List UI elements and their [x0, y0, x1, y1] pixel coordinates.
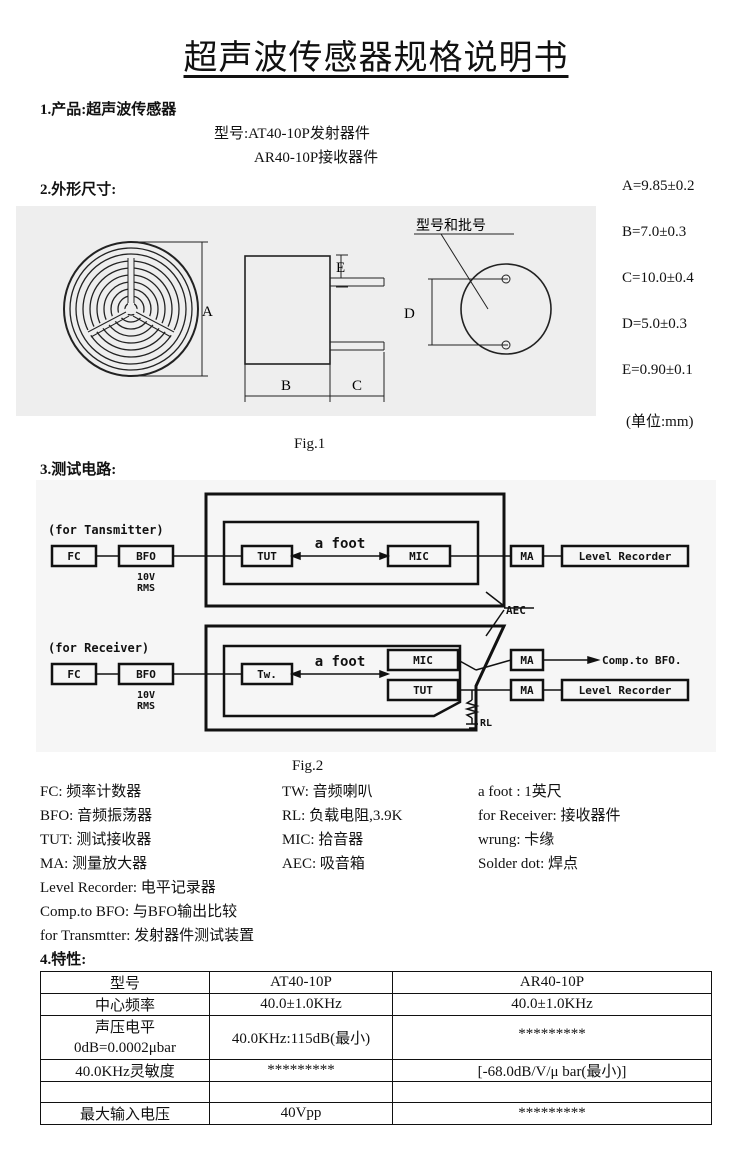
table-cell: 最大输入电压 [40, 1102, 210, 1125]
table-cell: ********* [392, 1102, 712, 1125]
characteristics-table: 型号 AT40-10P AR40-10P 中心频率 40.0±1.0KHz 40… [40, 971, 712, 1125]
table-cell: ********* [209, 1059, 393, 1082]
label-d: D [404, 306, 415, 322]
rx-level-recorder: Level Recorder [579, 684, 672, 697]
table-cell [209, 1081, 393, 1103]
table-cell [40, 1081, 210, 1103]
fig1-dimension-drawing: A B C D E 型号和批号 [16, 206, 596, 416]
section3-heading: 3.测试电路: [40, 462, 117, 478]
table-cell: 40.0KHz灵敏度 [40, 1059, 210, 1082]
table-cell [392, 1081, 712, 1103]
legend-foot: a foot : 1英尺 [478, 784, 562, 800]
unit-label: (单位:mm) [626, 414, 694, 430]
label-batch: 型号和批号 [416, 218, 486, 234]
table-row [40, 1081, 712, 1103]
rx-tw: Tw. [257, 668, 277, 681]
aec-label: AEC [506, 604, 526, 617]
table-row: 中心频率 40.0±1.0KHz 40.0±1.0KHz [40, 993, 712, 1016]
section4-heading: 4.特性: [40, 952, 87, 968]
table-row: 40.0KHz灵敏度 ********* [-68.0dB/V/μ bar(最小… [40, 1059, 712, 1082]
spl-reference: 0dB=0.0002μbar [74, 1039, 176, 1056]
section2-heading: 2.外形尺寸: [40, 182, 117, 198]
rx-label: (for Receiver) [48, 641, 149, 655]
comp-label: Comp.to BFO. [602, 654, 681, 667]
rx-fc: FC [67, 668, 80, 681]
rx-tut: TUT [413, 684, 433, 697]
legend-aec: AEC: 吸音箱 [282, 856, 365, 872]
legend-rl: RL: 负载电阻,3.9K [282, 808, 403, 824]
section1-heading: 1.产品:超声波传感器 [40, 102, 177, 118]
fig2-caption: Fig.2 [292, 758, 324, 774]
rx-ma-2: MA [520, 684, 534, 697]
tx-tut: TUT [257, 550, 277, 563]
tx-bfo: BFO [136, 550, 156, 563]
legend-for-transmitter: for Transmtter: 发射器件测试装置 [40, 928, 255, 944]
table-row: 型号 AT40-10P AR40-10P [40, 971, 712, 994]
tx-ma: MA [520, 550, 534, 563]
legend-ma: MA: 测量放大器 [40, 856, 148, 872]
legend-wrung: wrung: 卡缘 [478, 832, 555, 848]
legend-tw: TW: 音频喇叭 [282, 784, 373, 800]
tx-rms: RMS [137, 583, 155, 594]
spec-d: D=5.0±0.3 [622, 316, 688, 332]
model-tx: 型号:AT40-10P发射器件 [214, 126, 370, 142]
table-row: 声压电平 0dB=0.0002μbar 40.0KHz:115dB(最小) **… [40, 1015, 712, 1060]
rl-label: RL [480, 718, 492, 729]
tx-mic: MIC [409, 550, 429, 563]
legend-solder-dot: Solder dot: 焊点 [478, 856, 578, 872]
rx-rms: RMS [137, 701, 155, 712]
spl-label: 声压电平 [94, 1019, 155, 1036]
table-cell: [-68.0dB/V/μ bar(最小)] [392, 1059, 712, 1082]
fig2-test-circuit: (for Tansmitter) (for Receiver) FC BFO 1… [36, 480, 716, 752]
spec-a: A=9.85±0.2 [622, 178, 695, 194]
fig1-caption: Fig.1 [294, 436, 326, 452]
spec-b: B=7.0±0.3 [622, 224, 687, 240]
legend-mic: MIC: 拾音器 [282, 832, 364, 848]
legend-fc: FC: 频率计数器 [40, 784, 142, 800]
rx-rms-v: 10V [137, 690, 155, 701]
legend-comp: Comp.to BFO: 与BFO输出比较 [40, 904, 238, 920]
table-cell: 中心频率 [40, 993, 210, 1016]
label-c: C [352, 378, 362, 394]
page-title: 超声波传感器规格说明书 [183, 40, 569, 77]
table-cell: 40.0±1.0KHz [209, 993, 393, 1016]
model-rx: AR40-10P接收器件 [254, 150, 379, 166]
rx-mic: MIC [413, 654, 433, 667]
tx-fc: FC [67, 550, 80, 563]
label-e: E [336, 260, 345, 276]
table-cell: 40Vpp [209, 1102, 393, 1125]
table-cell: AT40-10P [209, 971, 393, 994]
tx-level-recorder: Level Recorder [579, 550, 672, 563]
rx-bfo: BFO [136, 668, 156, 681]
label-b: B [281, 378, 291, 394]
tx-rms-v: 10V [137, 572, 155, 583]
legend-level-recorder: Level Recorder: 电平记录器 [40, 880, 216, 896]
table-cell-spl: 声压电平 0dB=0.0002μbar [40, 1015, 210, 1060]
spec-e: E=0.90±0.1 [622, 362, 693, 378]
legend-bfo: BFO: 音频振荡器 [40, 808, 153, 824]
legend-tut: TUT: 测试接收器 [40, 832, 152, 848]
rx-foot: a foot [315, 654, 366, 670]
table-cell: 40.0±1.0KHz [392, 993, 712, 1016]
table-row: 最大输入电压 40Vpp ********* [40, 1102, 712, 1125]
tx-foot: a foot [315, 536, 366, 552]
rx-ma-1: MA [520, 654, 534, 667]
table-cell: 40.0KHz:115dB(最小) [209, 1015, 393, 1060]
label-a: A [202, 304, 213, 320]
tx-label: (for Tansmitter) [48, 523, 164, 537]
spec-c: C=10.0±0.4 [622, 270, 694, 286]
legend-for-receiver: for Receiver: 接收器件 [478, 808, 621, 824]
table-cell: ********* [392, 1015, 712, 1060]
table-cell: AR40-10P [392, 971, 712, 994]
table-cell: 型号 [40, 971, 210, 994]
